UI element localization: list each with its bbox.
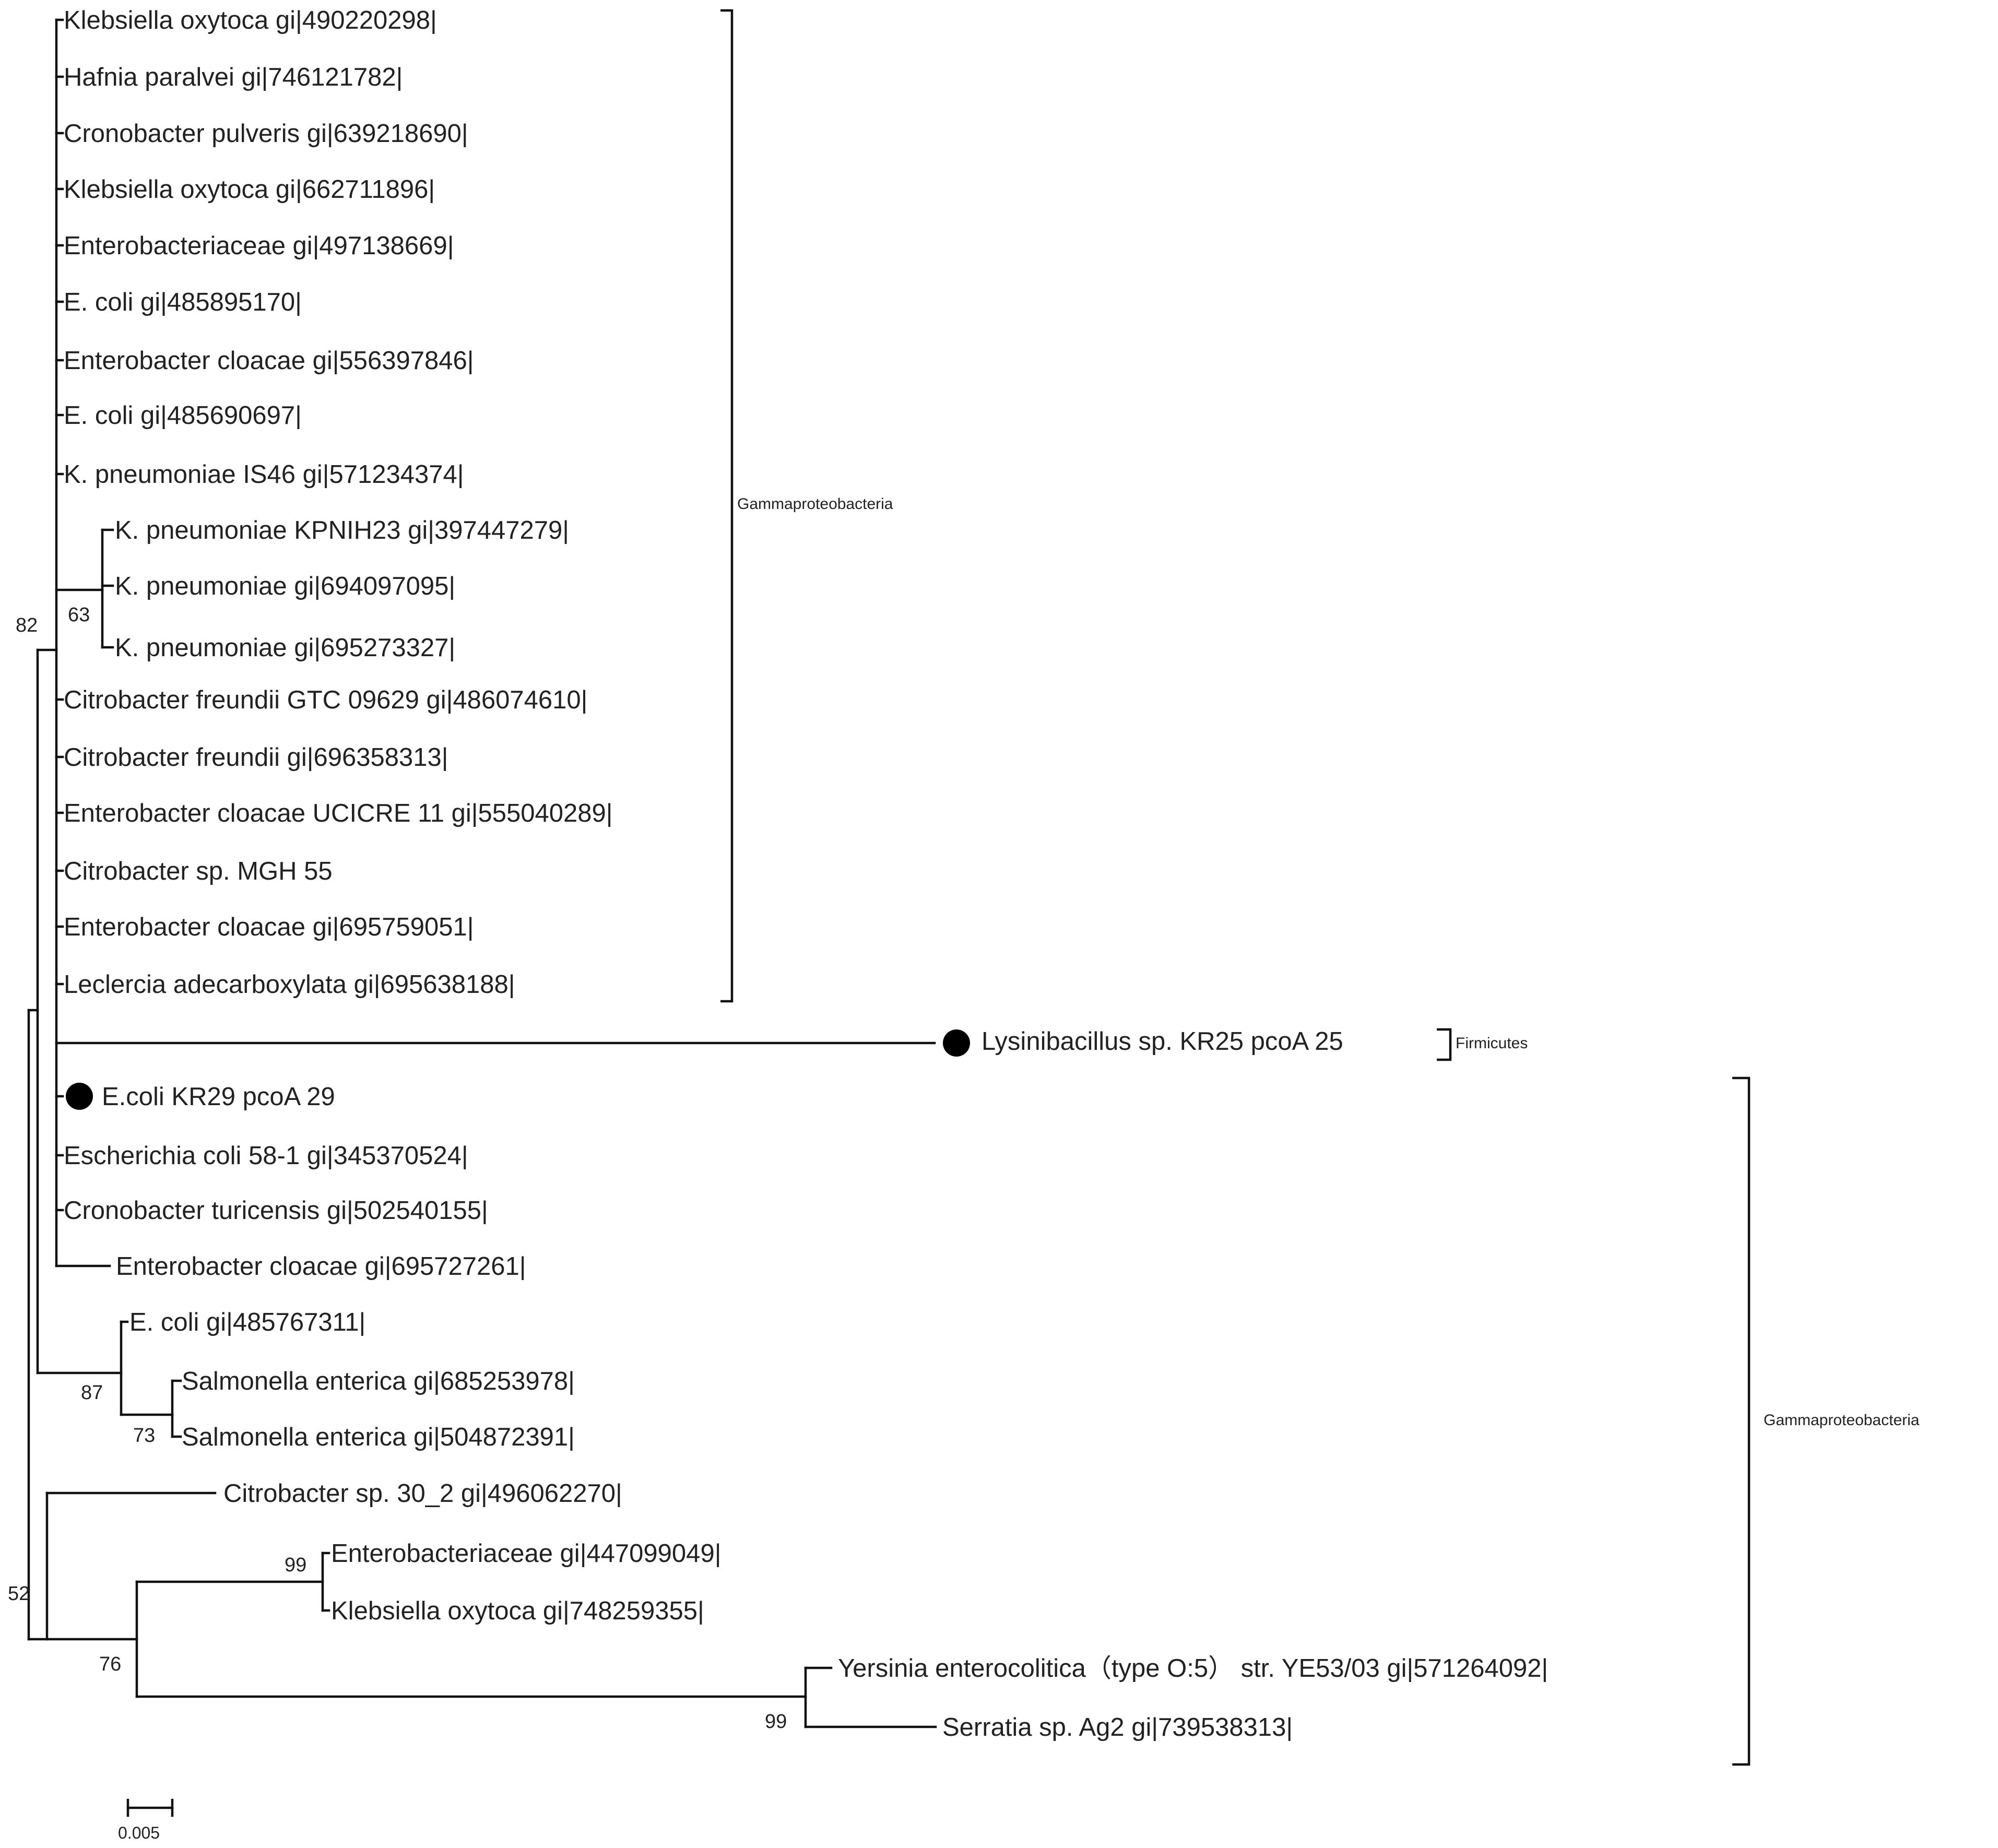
bootstrap-value: 82 <box>16 614 38 636</box>
leaf-label: Cronobacter pulveris gi|639218690| <box>64 120 468 148</box>
leaf-label-ecoli-kr29: E.coli KR29 pcoA 29 <box>102 1083 335 1111</box>
isolate-marker-icon <box>943 1029 970 1057</box>
clade-bracket-gammaproteobacteria-lower <box>1732 1076 1751 1766</box>
leaf-label: Klebsiella oxytoca gi|748259355| <box>331 1597 704 1625</box>
leaf-label: Enterobacteriaceae gi|447099049| <box>331 1539 721 1568</box>
leaf-label: Escherichia coli 58-1 gi|345370524| <box>64 1142 468 1170</box>
leaf-label: Enterobacter cloacae gi|695759051| <box>64 913 474 941</box>
clade-bracket-firmicutes <box>1437 1028 1452 1061</box>
clade-label-gammaproteobacteria-lower: Gammaproteobacteria <box>1764 1412 1920 1429</box>
bootstrap-value: 76 <box>99 1653 121 1675</box>
tree-branches <box>27 18 937 1728</box>
leaf-label: E. coli gi|485690697| <box>64 401 302 430</box>
bootstrap-value: 99 <box>285 1554 306 1576</box>
leaf-label: Enterobacter cloacae UCICRE 11 gi|555040… <box>64 799 612 827</box>
leaf-labels: Klebsiella oxytoca gi|490220298| Hafnia … <box>64 6 1548 1742</box>
leaf-label: Serratia sp. Ag2 gi|739538313| <box>942 1713 1293 1742</box>
leaf-label: E. coli gi|485895170| <box>64 288 302 316</box>
leaf-label: Cronobacter turicensis gi|502540155| <box>64 1197 488 1225</box>
leaf-label: Citrobacter freundii GTC 09629 gi|486074… <box>64 686 587 714</box>
bootstrap-value: 87 <box>81 1382 103 1404</box>
scale-bar-label: 0.005 <box>118 1823 160 1842</box>
isolate-marker-icon <box>66 1083 93 1110</box>
leaf-label: Enterobacter cloacae gi|556397846| <box>64 347 474 375</box>
leaf-label: Salmonella enterica gi|504872391| <box>182 1423 575 1451</box>
bootstrap-value: 52 <box>8 1583 30 1605</box>
clade-bracket-gammaproteobacteria-upper <box>720 9 734 1003</box>
leaf-label: K. pneumoniae gi|694097095| <box>115 572 455 600</box>
leaf-label: Leclercia adecarboxylata gi|695638188| <box>64 970 515 999</box>
leaf-label: Citrobacter sp. 30_2 gi|496062270| <box>223 1479 622 1508</box>
leaf-label: Enterobacter cloacae gi|695727261| <box>116 1252 526 1281</box>
leaf-label: K. pneumoniae IS46 gi|571234374| <box>64 460 464 489</box>
leaf-label: Yersinia enterocolitica（type O:5） str. Y… <box>838 1654 1548 1683</box>
leaf-label: Klebsiella oxytoca gi|662711896| <box>64 175 435 204</box>
leaf-label: Hafnia paralvei gi|746121782| <box>64 63 403 91</box>
leaf-label: E. coli gi|485767311| <box>129 1308 365 1336</box>
clade-label-gammaproteobacteria-upper: Gammaproteobacteria <box>737 495 893 513</box>
leaf-label: Enterobacteriaceae gi|497138669| <box>64 232 454 260</box>
leaf-label: K. pneumoniae KPNIH23 gi|397447279| <box>115 516 569 544</box>
leaf-label-lysinibacillus: Lysinibacillus sp. KR25 pcoA 25 <box>982 1027 1343 1056</box>
bootstrap-value: 73 <box>133 1425 155 1447</box>
leaf-label: Citrobacter sp. MGH 55 <box>64 857 333 885</box>
leaf-label: K. pneumoniae gi|695273327| <box>115 634 455 662</box>
scale-bar: 0.005 <box>118 1798 174 1842</box>
leaf-label: Citrobacter freundii gi|696358313| <box>64 743 448 772</box>
bootstrap-values: 63 82 87 73 52 99 76 99 <box>8 604 787 1733</box>
leaf-label: Salmonella enterica gi|685253978| <box>182 1367 575 1395</box>
clade-brackets: Gammaproteobacteria Firmicutes Gammaprot… <box>720 9 1920 1766</box>
bootstrap-value: 99 <box>765 1711 787 1733</box>
bootstrap-value: 63 <box>68 604 90 626</box>
leaf-label: Klebsiella oxytoca gi|490220298| <box>64 6 437 34</box>
clade-label-firmicutes: Firmicutes <box>1456 1035 1528 1052</box>
